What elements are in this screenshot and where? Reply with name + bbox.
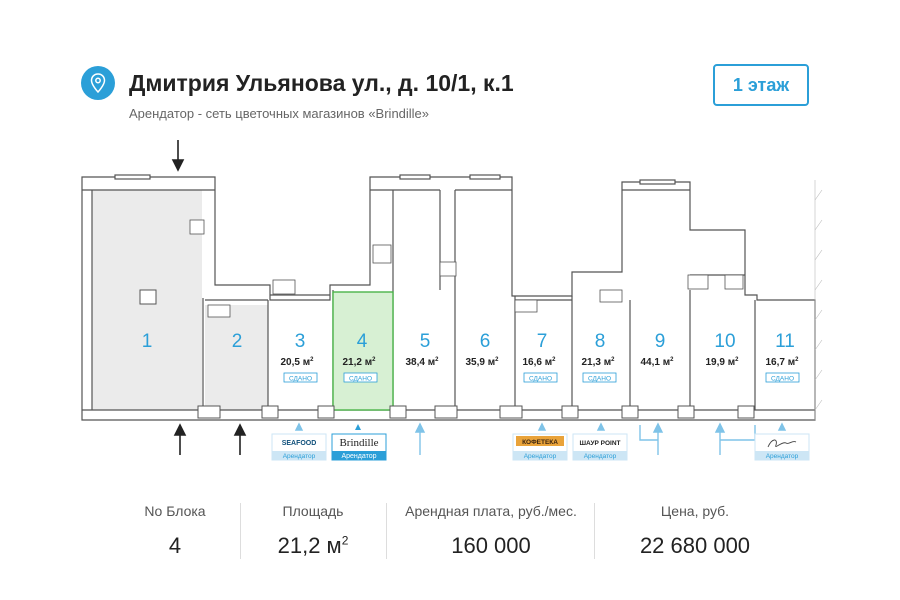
status-badge: СДАНО: [588, 375, 611, 382]
svg-text:Арендатор: Арендатор: [283, 453, 316, 460]
entrance-arrows-bottom: [173, 423, 247, 455]
svg-text:Арендатор: Арендатор: [766, 453, 799, 460]
block-number-value: 4: [168, 533, 182, 558]
svg-text:10: 10: [714, 331, 735, 352]
svg-text:3: 3: [295, 331, 306, 352]
svg-text:9: 9: [655, 331, 666, 352]
tenant-card-4[interactable]: Brindille Арендатор: [331, 433, 387, 461]
entrance-arrow-top: [171, 140, 185, 172]
seafood-logo: SEAFOOD: [282, 440, 317, 447]
building-walls: [81, 174, 816, 421]
neighbour-building: [814, 180, 823, 420]
selected-arrow-icon: [355, 424, 361, 430]
brindille-logo: Brindille: [339, 437, 378, 449]
area-info: Площадь 21,2 м2: [258, 503, 368, 559]
status-badge: СДАНО: [529, 375, 552, 382]
unit-2[interactable]: 2: [232, 331, 243, 352]
unit-7[interactable]: 7 16,6 м2 СДАНО: [523, 331, 558, 383]
tenant-card-7[interactable]: КОФЕТЕКА Арендатор: [512, 433, 568, 461]
divider: [386, 503, 387, 559]
svg-text:38,4 м2: 38,4 м2: [406, 357, 440, 368]
tenant-card-3[interactable]: SEAFOOD Арендатор: [271, 433, 327, 461]
page-title: Дмитрия Ульянова ул., д. 10/1, к.1: [129, 70, 514, 96]
location-pin-icon: [81, 66, 115, 100]
svg-text:Арендатор: Арендатор: [524, 453, 557, 460]
area-label: Площадь: [282, 503, 344, 519]
price-info: Цена, руб. 22 680 000: [620, 503, 770, 559]
kofeteka-logo: КОФЕТЕКА: [522, 439, 558, 446]
svg-text:7: 7: [537, 331, 548, 352]
rent-info: Арендная плата, руб./мес. 160 000: [392, 503, 590, 559]
unit-4[interactable]: 4 21,2 м2 СДАНО: [343, 331, 378, 383]
svg-text:21,3 м2: 21,3 м2: [582, 357, 616, 368]
signature-logo-icon: [767, 439, 797, 448]
svg-text:44,1 м2: 44,1 м2: [641, 357, 675, 368]
page-subtitle: Арендатор - сеть цветочных магазинов «Br…: [129, 106, 430, 121]
wc-icons: [189, 219, 744, 318]
svg-text:4: 4: [357, 331, 368, 352]
divider: [594, 503, 595, 559]
svg-text:16,7 м2: 16,7 м2: [766, 357, 800, 368]
svg-text:20,5 м2: 20,5 м2: [281, 357, 315, 368]
svg-text:5: 5: [420, 331, 431, 352]
unit-3[interactable]: 3 20,5 м2 СДАНО: [281, 331, 318, 383]
svg-text:Арендатор: Арендатор: [341, 453, 376, 460]
unit-11[interactable]: 11 16,7 м2 СДАНО: [766, 331, 800, 383]
svg-text:21,2 м2: 21,2 м2: [343, 357, 377, 368]
rent-label: Арендная плата, руб./мес.: [405, 503, 577, 519]
unit-4-highlight[interactable]: [332, 291, 394, 411]
divider: [240, 503, 241, 559]
tenant-card-8[interactable]: ШАУР POINT Арендатор: [572, 433, 628, 461]
tenant-card-11[interactable]: Арендатор: [754, 433, 810, 461]
price-value: 22 680 000: [639, 533, 751, 558]
wall-columns: [139, 289, 755, 419]
status-badge: СДАНО: [289, 375, 312, 382]
block-number-info: No Блока 4: [120, 503, 230, 559]
svg-text:2: 2: [232, 331, 243, 352]
block-number-label: No Блока: [144, 503, 206, 519]
floor-selector-button[interactable]: 1 этаж: [713, 64, 809, 106]
svg-text:8: 8: [595, 331, 606, 352]
svg-text:19,9 м2: 19,9 м2: [706, 357, 740, 368]
shaurpoint-logo: ШАУР POINT: [579, 440, 620, 447]
unit-6[interactable]: 6 35,9 м2: [466, 331, 500, 368]
svg-text:1: 1: [142, 331, 153, 352]
svg-text:6: 6: [480, 331, 491, 352]
rent-value: 160 000: [451, 533, 531, 558]
status-badge: СДАНО: [771, 375, 794, 382]
unit-9[interactable]: 9 44,1 м2: [641, 331, 675, 368]
area-value: 21,2 м2: [277, 533, 349, 558]
unit-8[interactable]: 8 21,3 м2 СДАНО: [582, 331, 617, 383]
price-label: Цена, руб.: [660, 503, 730, 519]
svg-text:11: 11: [775, 331, 795, 352]
unit-10[interactable]: 10 19,9 м2: [706, 331, 740, 368]
svg-text:35,9 м2: 35,9 м2: [466, 357, 500, 368]
unit-1[interactable]: 1: [142, 331, 153, 352]
svg-text:Арендатор: Арендатор: [584, 453, 617, 460]
svg-text:16,6 м2: 16,6 м2: [523, 357, 557, 368]
status-badge: СДАНО: [349, 375, 372, 382]
unit-5[interactable]: 5 38,4 м2: [406, 331, 440, 368]
